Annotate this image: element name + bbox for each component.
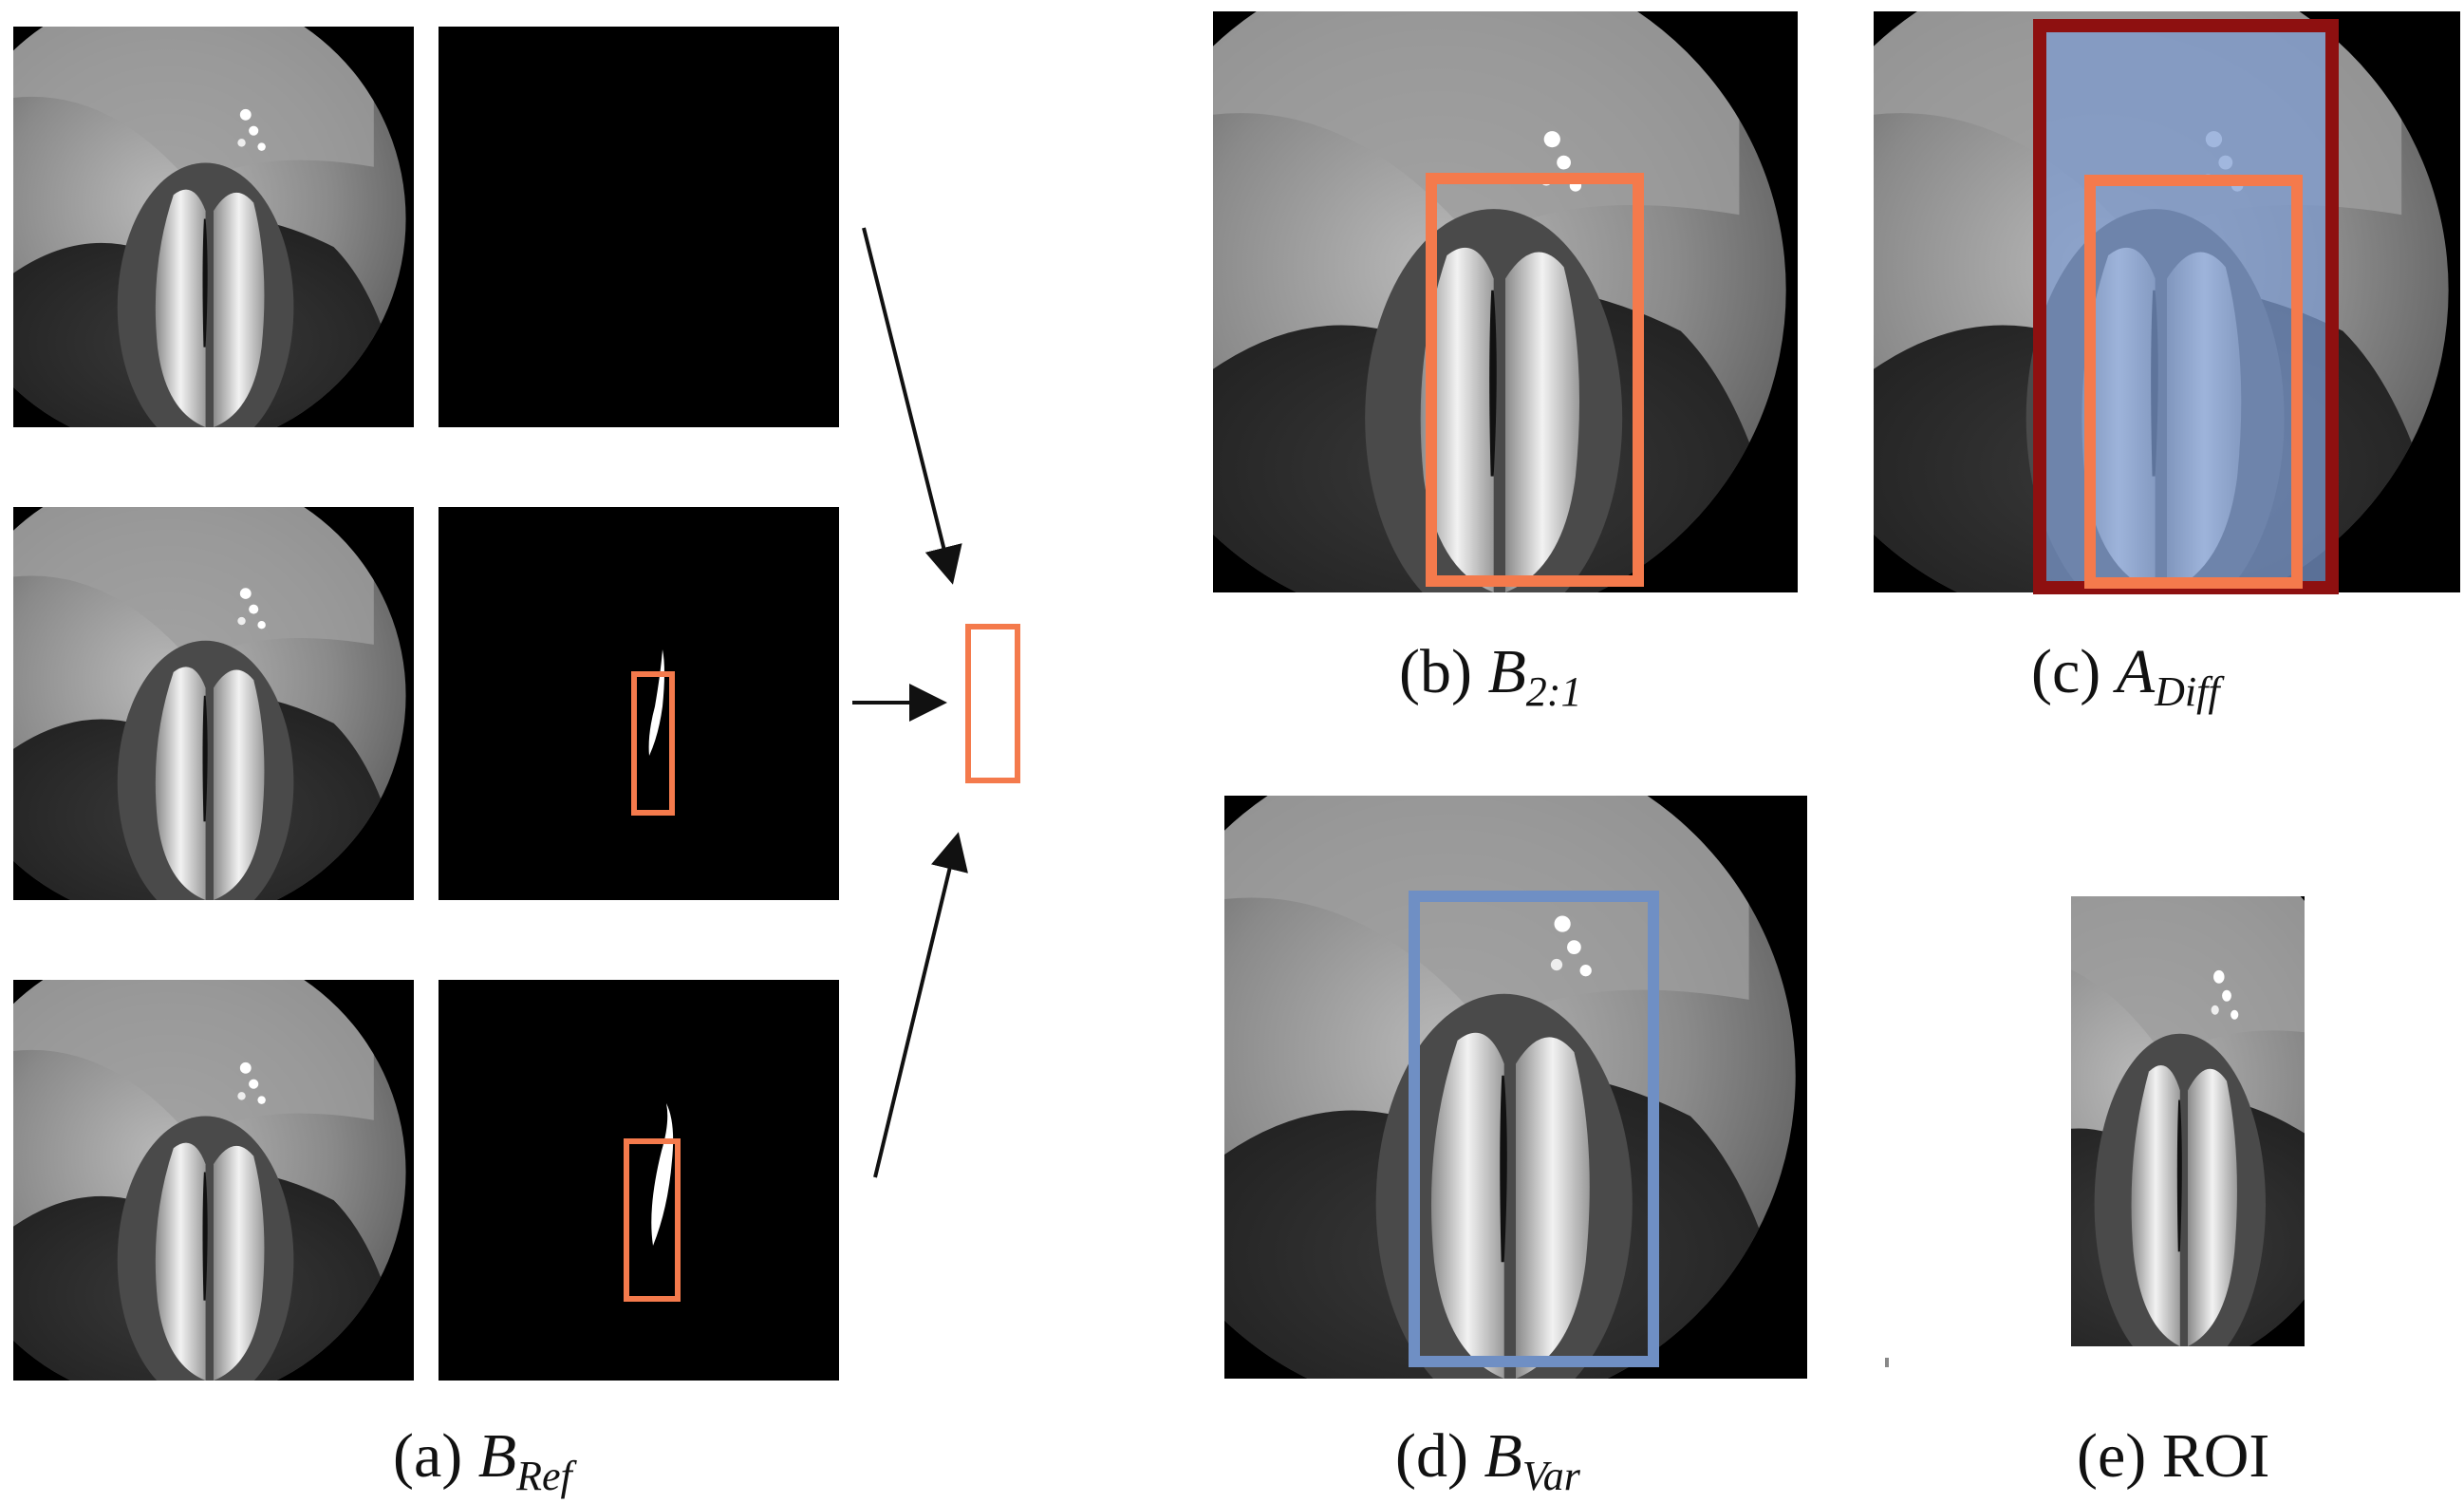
caption-d: (d) BVar [1395, 1421, 1580, 1499]
bbox-2to1-overlay [2084, 175, 2303, 589]
panel-a-mask-1 [439, 27, 839, 427]
stray-mark [1885, 1358, 1889, 1367]
caption-a: (a) BRef [393, 1421, 572, 1499]
panel-e-roi [2071, 896, 2305, 1346]
bbox-2to1 [1426, 173, 1644, 587]
caption-c: (c) ADiff [2031, 637, 2220, 715]
caption-b: (b) B2:1 [1399, 637, 1582, 715]
panel-c-image [1874, 11, 2460, 594]
merged-bbox [965, 624, 1020, 783]
caption-e: (e) ROI [2077, 1421, 2270, 1491]
panel-b-image [1213, 11, 1798, 592]
panel-d-image [1224, 796, 1807, 1379]
mask-bbox [631, 671, 675, 816]
panel-a-mask-2 [439, 507, 839, 900]
panel-a-mask-3 [439, 980, 839, 1381]
mask-bbox [624, 1138, 681, 1302]
bbox-var [1409, 891, 1659, 1367]
